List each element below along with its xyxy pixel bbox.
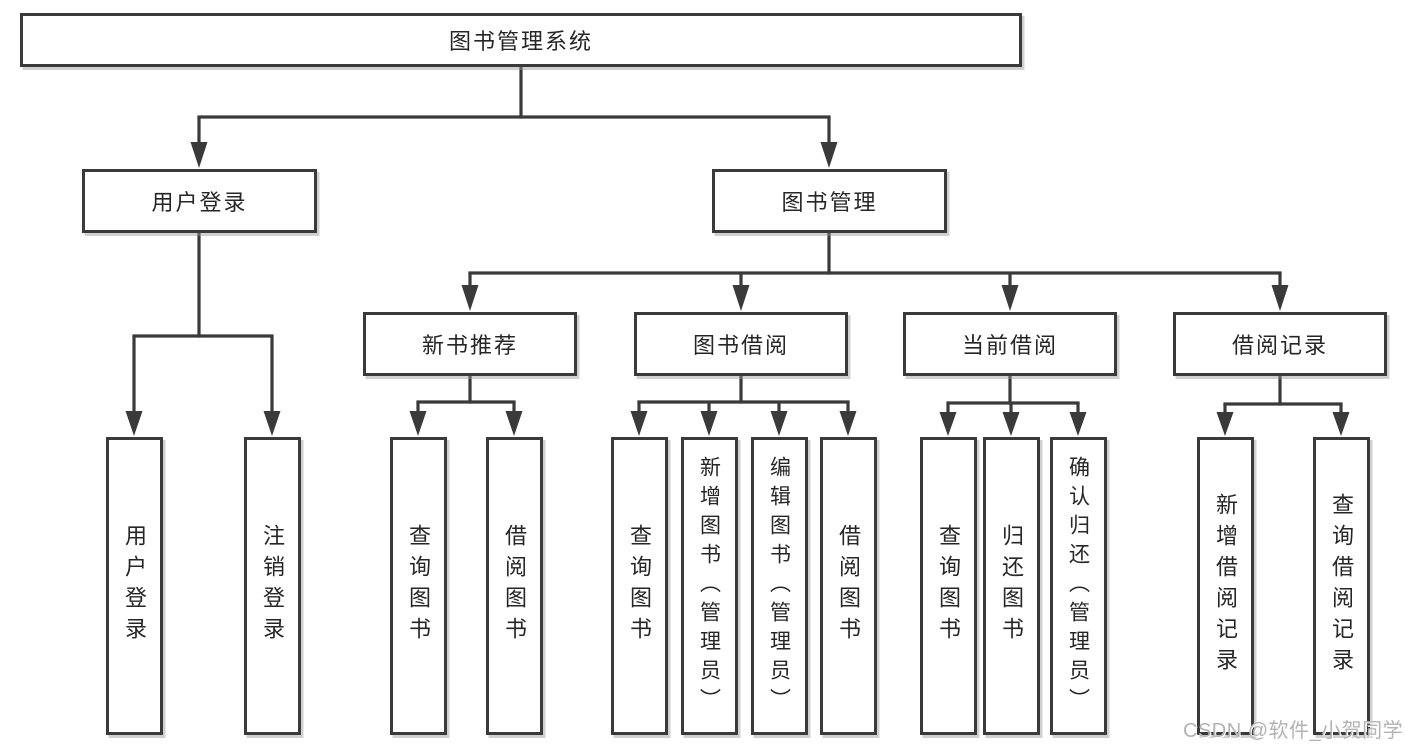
node-label: 图书借阅 — [692, 333, 789, 358]
leaf-label: 借阅图书 — [502, 524, 527, 648]
leaf-label: 查询借阅记录 — [1329, 493, 1354, 679]
node-book-management-system: 图书管理系统 — [20, 13, 1022, 67]
csdn-watermark: CSDN @软件_小贺同学 — [1183, 720, 1404, 742]
node-label: 新书推荐 — [421, 333, 518, 358]
leaf-add-books-admin: 新增图书（管理员） — [680, 437, 738, 735]
leaf-return-books: 归还图书 — [982, 437, 1040, 735]
leaf-confirm-return-admin: 确认归还（管理员） — [1049, 437, 1107, 735]
leaf-query-books-current: 查询图书 — [919, 437, 977, 735]
node-new-book-recommendation: 新书推荐 — [363, 312, 577, 376]
leaf-label: 新增图书（管理员） — [697, 455, 721, 717]
leaf-label: 借阅图书 — [836, 524, 861, 648]
leaf-label: 用户登录 — [122, 524, 147, 648]
leaf-add-borrow-record: 新增借阅记录 — [1196, 437, 1254, 735]
leaf-borrow-books: 借阅图书 — [819, 437, 877, 735]
leaf-label: 归还图书 — [999, 524, 1024, 648]
leaf-label: 注销登录 — [260, 524, 285, 648]
node-current-borrowing: 当前借阅 — [903, 312, 1117, 376]
leaf-edit-books-admin: 编辑图书（管理员） — [750, 437, 808, 735]
node-book-borrowing: 图书借阅 — [634, 312, 848, 376]
leaf-label: 编辑图书（管理员） — [767, 455, 791, 717]
node-label: 用户登录 — [151, 190, 248, 215]
node-user-login: 用户登录 — [82, 169, 317, 233]
node-label: 当前借阅 — [961, 333, 1058, 358]
node-borrowing-records: 借阅记录 — [1173, 312, 1387, 376]
leaf-borrow-books-recommend: 借阅图书 — [485, 437, 543, 735]
node-label: 借阅记录 — [1231, 333, 1328, 358]
leaf-query-books-recommend: 查询图书 — [389, 437, 447, 735]
node-book-management: 图书管理 — [712, 169, 947, 233]
leaf-query-borrow-record: 查询借阅记录 — [1312, 437, 1370, 735]
node-label: 图书管理 — [781, 190, 878, 215]
leaf-label: 新增借阅记录 — [1213, 493, 1238, 679]
leaf-label: 查询图书 — [406, 524, 431, 648]
leaf-label: 查询图书 — [936, 524, 961, 648]
leaf-user-login: 用户登录 — [105, 437, 163, 735]
leaf-label: 确认归还（管理员） — [1066, 455, 1090, 717]
leaf-logout: 注销登录 — [243, 437, 301, 735]
leaf-query-books-borrowing: 查询图书 — [610, 437, 668, 735]
node-label: 图书管理系统 — [448, 29, 593, 54]
leaf-label: 查询图书 — [627, 524, 652, 648]
